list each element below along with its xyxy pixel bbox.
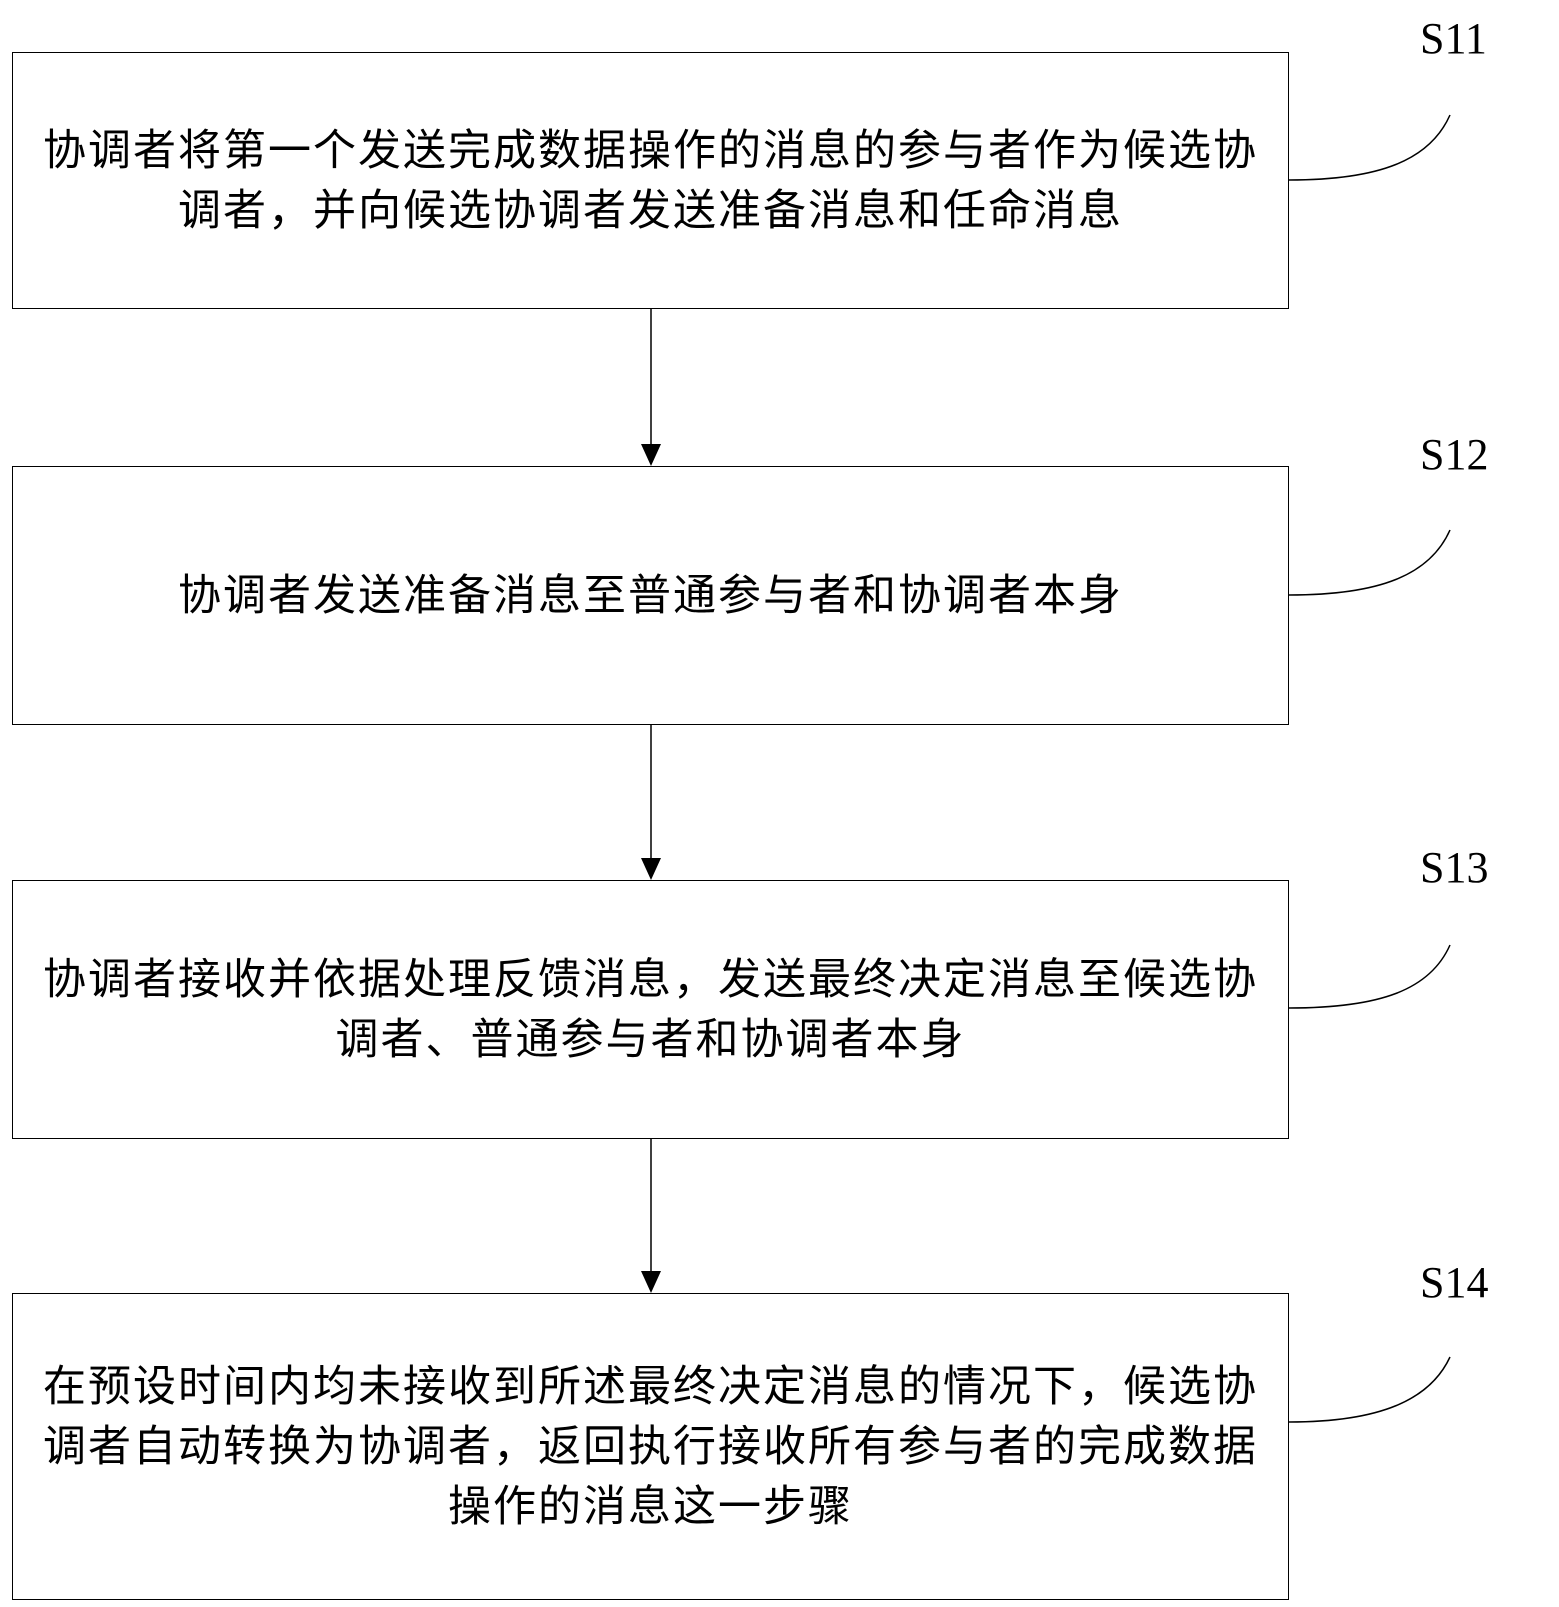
step-box-s11: 协调者将第一个发送完成数据操作的消息的参与者作为候选协调者，并向候选协调者发送准…: [12, 52, 1289, 309]
step-box-s14: 在预设时间内均未接收到所述最终决定消息的情况下，候选协调者自动转换为协调者，返回…: [12, 1293, 1289, 1600]
leader-line-s12: [1288, 529, 1451, 596]
step-label-s11: S11: [1420, 14, 1487, 63]
arrow-s11-s12: [641, 309, 661, 466]
leader-line-s14: [1288, 1356, 1451, 1423]
arrow-s13-s14: [641, 1139, 661, 1293]
step-label-s14: S14: [1420, 1258, 1489, 1307]
step-label-s13: S13: [1420, 843, 1489, 892]
step-text-s14: 在预设时间内均未接收到所述最终决定消息的情况下，候选协调者自动转换为协调者，返回…: [43, 1361, 1258, 1532]
leader-line-s13: [1288, 944, 1451, 1009]
step-label-s12: S12: [1420, 430, 1489, 479]
arrow-s12-s13: [641, 725, 661, 880]
step-text-s13: 协调者接收并依据处理反馈消息，发送最终决定消息至候选协调者、普通参与者和协调者本…: [43, 954, 1258, 1065]
step-text-s11: 协调者将第一个发送完成数据操作的消息的参与者作为候选协调者，并向候选协调者发送准…: [43, 125, 1258, 236]
step-text-s12: 协调者发送准备消息至普通参与者和协调者本身: [178, 570, 1123, 621]
step-box-s12: 协调者发送准备消息至普通参与者和协调者本身: [12, 466, 1289, 725]
leader-line-s11: [1288, 114, 1451, 181]
step-box-s13: 协调者接收并依据处理反馈消息，发送最终决定消息至候选协调者、普通参与者和协调者本…: [12, 880, 1289, 1139]
